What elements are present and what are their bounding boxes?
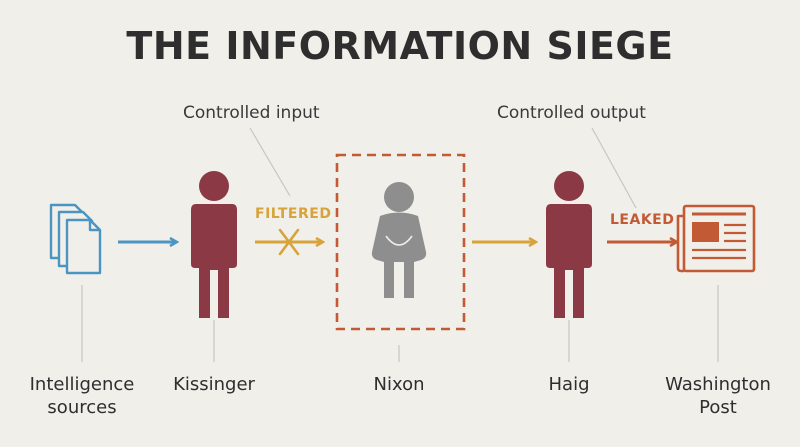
- label-haig: Haig: [548, 374, 590, 395]
- label-intelligence-sources: Intelligence sources: [22, 373, 142, 419]
- callout-input-leader: [249, 127, 291, 197]
- label-washington-line1: Washington: [665, 374, 771, 395]
- leaked-label: LEAKED: [610, 212, 675, 228]
- filtered-label: FILTERED: [255, 206, 332, 222]
- callout-output-leader: [591, 127, 637, 209]
- newspaper-icon: [676, 204, 756, 273]
- nixon-isolation-box: [335, 153, 466, 331]
- person-icon: [191, 171, 237, 318]
- person-icon: [546, 171, 592, 318]
- label-nixon: Nixon: [373, 374, 425, 395]
- seated-person-icon: [371, 182, 427, 298]
- diagram-title: THE INFORMATION SIEGE: [126, 24, 674, 68]
- label-intelligence-line2: sources: [47, 397, 117, 418]
- label-intelligence-line1: Intelligence: [29, 374, 135, 395]
- label-washington-post: Washington Post: [658, 373, 778, 419]
- callout-controlled-input: Controlled input: [183, 103, 320, 123]
- filtered-cross-icon: [278, 228, 300, 256]
- documents-icon: [49, 203, 102, 275]
- callout-controlled-output: Controlled output: [497, 103, 646, 123]
- label-kissinger: Kissinger: [173, 374, 255, 395]
- label-washington-line2: Post: [699, 397, 737, 418]
